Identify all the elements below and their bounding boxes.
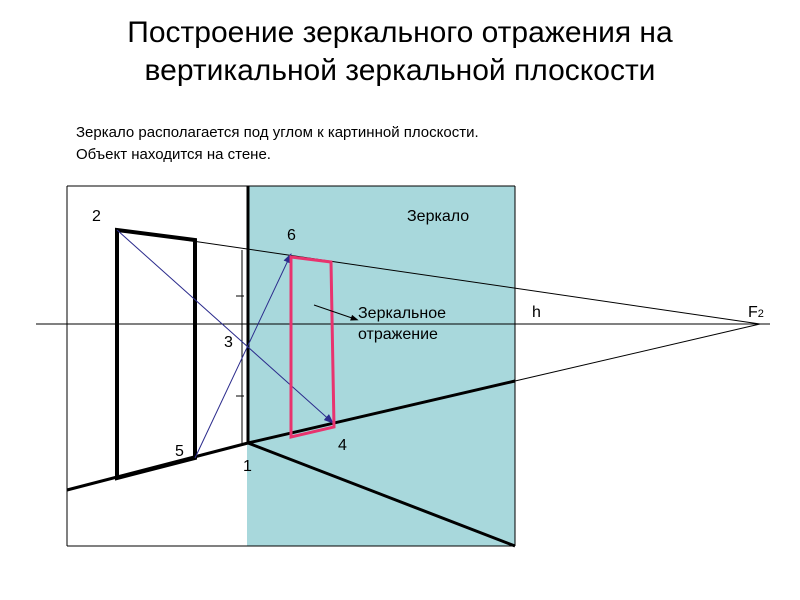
description-line-1: Зеркало располагается под углом к картин… <box>76 124 479 141</box>
label-point-4: 4 <box>338 437 347 454</box>
title-line-1: Построение зеркального отражения на <box>127 16 673 49</box>
mirror-reflection <box>289 255 336 439</box>
perspective-line-bottom <box>514 323 761 382</box>
vanishing-point-letter: F <box>748 304 758 321</box>
label-point-1: 1 <box>243 458 252 475</box>
label-point-6: 6 <box>287 227 296 244</box>
description-line-2: Объект находится на стене. <box>76 146 271 163</box>
floor-diagonal <box>247 441 516 548</box>
construction-line-2-4 <box>116 229 334 424</box>
label-point-3: 3 <box>224 334 233 351</box>
label-reflection-line-1: Зеркальное <box>358 305 446 322</box>
construction-line-5-6 <box>194 253 292 459</box>
description: Зеркало располагается под углом к картин… <box>76 122 479 166</box>
label-point-5: 5 <box>175 443 184 460</box>
perspective-line-top <box>116 229 761 325</box>
wall-object <box>115 227 197 481</box>
label-reflection-line-2: отражение <box>358 326 438 343</box>
page-title: Построение зеркального отражения на верт… <box>0 14 800 90</box>
label-point-2: 2 <box>92 208 101 225</box>
label-mirror: Зеркало <box>407 208 469 225</box>
label-horizon: h <box>532 304 541 321</box>
label-vanishing-point: F2 <box>748 304 764 321</box>
title-line-2: вертикальной зеркальной плоскости <box>144 54 656 87</box>
reflection-leader <box>313 304 359 321</box>
vanishing-point-subscript: 2 <box>758 308 764 320</box>
